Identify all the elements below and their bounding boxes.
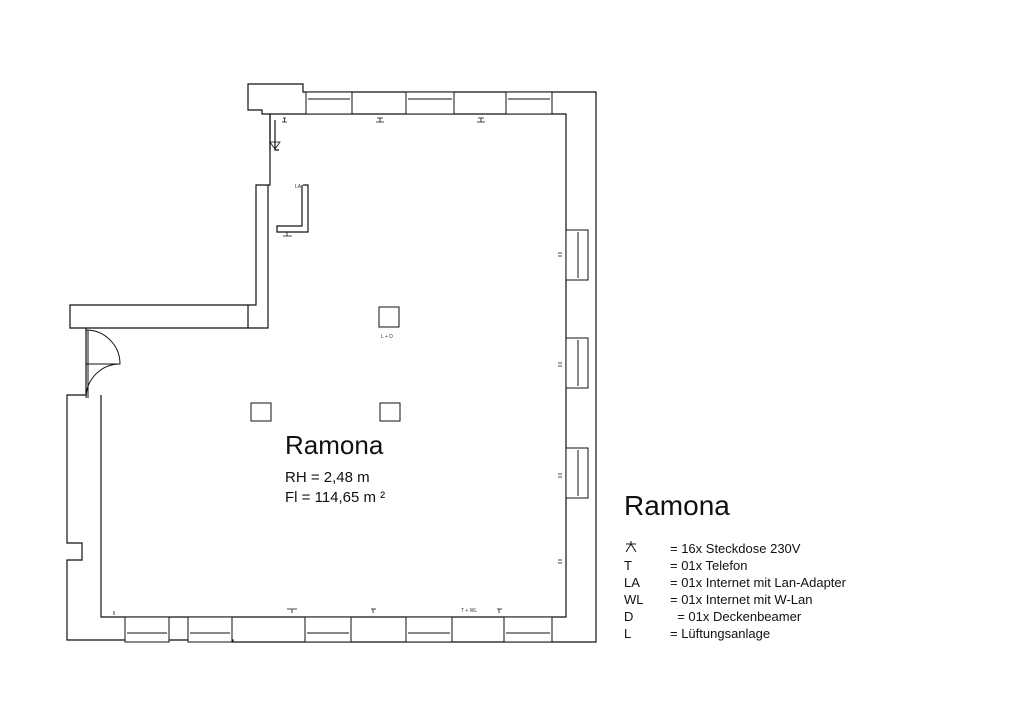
cabinet xyxy=(276,184,309,233)
legend-item: T = 01x Telefon xyxy=(624,557,846,574)
socket-symbols xyxy=(113,117,562,615)
socket-icon xyxy=(625,541,637,553)
legend-item: = 16x Steckdose 230V xyxy=(624,540,846,557)
downlight-icon xyxy=(269,141,281,150)
top-windows xyxy=(305,91,553,115)
legend-text: = Lüftungsanlage xyxy=(670,626,771,641)
legend-text: = 16x Steckdose 230V xyxy=(670,541,801,556)
legend-item: WL = 01x Internet mit W-Lan xyxy=(624,591,846,608)
socket-icon xyxy=(558,252,562,257)
legend: = 16x Steckdose 230V T = 01x Telefon LA … xyxy=(624,540,846,642)
ceiling-box-top xyxy=(378,306,400,328)
la-label: LA xyxy=(295,184,302,190)
legend-item: L = Lüftungsanlage xyxy=(624,625,846,642)
legend-key: WL xyxy=(624,592,644,607)
legend-text: = 01x Telefon xyxy=(670,558,748,573)
socket-icon xyxy=(558,559,562,564)
outer-wall xyxy=(66,83,597,643)
t-wl-label: T + WL xyxy=(461,608,477,614)
socket-icon xyxy=(558,473,562,478)
legend-text: = 01x Deckenbeamer xyxy=(670,609,802,624)
socket-icon xyxy=(371,608,376,613)
right-windows xyxy=(565,229,589,499)
inner-wall-left xyxy=(86,305,249,329)
inner-wall xyxy=(100,113,567,618)
socket-icon xyxy=(497,608,502,613)
legend-item: LA = 01x Internet mit Lan-Adapter xyxy=(624,574,846,591)
socket-icon xyxy=(376,117,384,123)
legend-title: Ramona xyxy=(624,490,730,521)
legend-key: T xyxy=(624,558,632,573)
legend-text: = 01x Internet mit W-Lan xyxy=(670,592,813,607)
legend-key: LA xyxy=(624,575,640,590)
legend-item: D = 01x Deckenbeamer xyxy=(624,608,846,625)
socket-icon xyxy=(287,608,297,613)
room-floor-area: Fl = 114,65 m ² xyxy=(285,489,386,506)
room-name: Ramona xyxy=(285,430,384,460)
room-ceiling-height: RH = 2,48 m xyxy=(285,469,370,486)
socket-icon xyxy=(283,232,292,237)
socket-icon xyxy=(558,362,562,367)
socket-icon xyxy=(477,117,485,123)
legend-key: L xyxy=(624,626,632,641)
ceiling-box-left xyxy=(250,402,272,422)
l-d-label: L + D xyxy=(381,334,393,340)
ceiling-outlets xyxy=(250,306,401,422)
socket-icon xyxy=(282,117,287,123)
legend-text: = 01x Internet mit Lan-Adapter xyxy=(670,575,846,590)
bottom-windows xyxy=(124,616,553,643)
double-door xyxy=(85,329,121,399)
ceiling-box-right xyxy=(379,402,401,422)
legend-key: D xyxy=(624,609,634,624)
